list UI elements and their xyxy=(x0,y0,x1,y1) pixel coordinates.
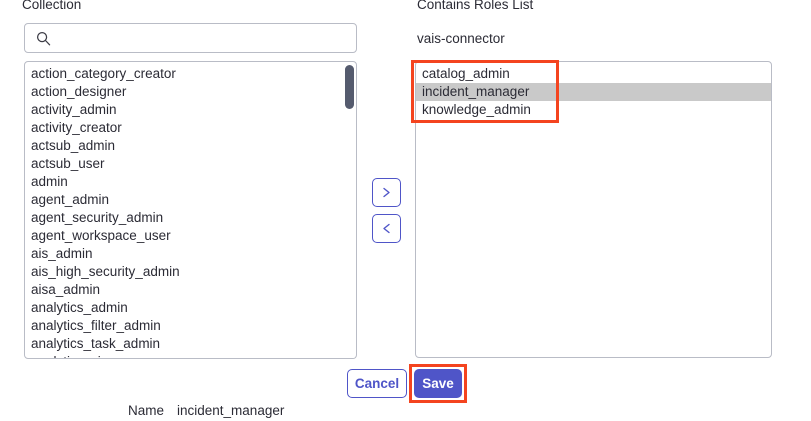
list-item[interactable]: action_designer xyxy=(31,84,127,99)
move-left-button[interactable] xyxy=(372,214,401,243)
chevron-right-icon xyxy=(381,186,392,199)
list-item[interactable]: analytics_admin xyxy=(31,300,128,315)
list-item[interactable]: incident_manager xyxy=(416,83,771,101)
save-button[interactable]: Save xyxy=(414,369,462,398)
list-item[interactable]: aisa_admin xyxy=(31,282,101,297)
list-item[interactable]: actsub_admin xyxy=(31,138,116,153)
list-item[interactable]: analytics_viewer xyxy=(25,353,356,358)
list-item[interactable]: knowledge_admin xyxy=(422,102,531,117)
collection-column-label: Collection xyxy=(22,0,82,12)
contains-roles-list-column-label: Contains Roles List xyxy=(417,0,534,12)
list-item[interactable]: activity_admin xyxy=(31,102,117,117)
list-item[interactable]: ais_admin xyxy=(31,246,93,261)
list-item[interactable]: agent_workspace_user xyxy=(31,228,171,243)
move-right-button[interactable] xyxy=(372,178,401,207)
list-item[interactable]: analytics_filter_admin xyxy=(31,318,161,333)
collection-scrollbar[interactable] xyxy=(344,63,355,358)
connector-name-label: vais-connector xyxy=(417,31,505,46)
list-item[interactable]: action_category_creator xyxy=(31,66,176,81)
footer-name-value: incident_manager xyxy=(177,403,285,418)
footer-name-row: Name incident_manager xyxy=(128,403,284,419)
cancel-button[interactable]: Cancel xyxy=(347,369,407,398)
search-input[interactable] xyxy=(58,25,348,51)
list-item[interactable]: analytics_task_admin xyxy=(31,336,161,351)
list-item[interactable]: agent_admin xyxy=(31,192,110,207)
list-item[interactable]: activity_creator xyxy=(31,120,122,135)
search-icon xyxy=(36,31,51,46)
search-field[interactable] xyxy=(24,23,357,53)
collection-scrollbar-thumb[interactable] xyxy=(345,65,354,109)
chevron-left-icon xyxy=(381,222,392,235)
list-item[interactable]: agent_security_admin xyxy=(31,210,164,225)
list-item[interactable]: actsub_user xyxy=(31,156,105,171)
list-item[interactable]: admin xyxy=(31,174,68,189)
list-item[interactable]: ais_high_security_admin xyxy=(31,264,180,279)
footer-name-label: Name xyxy=(128,403,165,418)
list-item[interactable]: catalog_admin xyxy=(422,66,510,81)
